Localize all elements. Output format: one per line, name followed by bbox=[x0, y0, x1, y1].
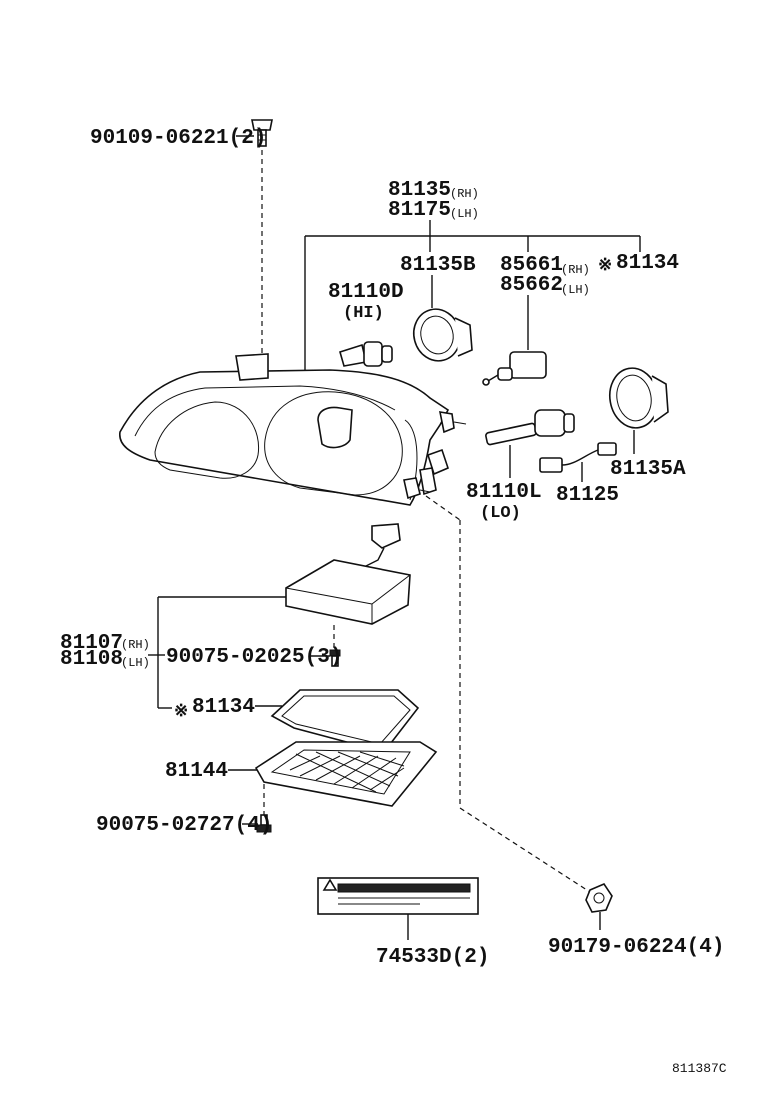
label-bulb-hid-rh-side: (RH) bbox=[561, 263, 590, 277]
label-computer-rh: 81107 bbox=[60, 632, 123, 655]
screw-bracket-icon bbox=[256, 814, 272, 833]
label-seal-top: 81134 bbox=[616, 252, 679, 275]
label-bulb-hi: 81110D bbox=[328, 281, 404, 304]
label-gasket: 81134 bbox=[192, 696, 255, 719]
caution-label-icon bbox=[317, 877, 479, 915]
bulb-hi-icon bbox=[339, 341, 393, 367]
gasket-icon bbox=[270, 689, 420, 753]
label-cover-b: 81135B bbox=[400, 254, 476, 277]
bracket-icon bbox=[254, 741, 438, 807]
ballast-computer-icon bbox=[285, 523, 411, 625]
label-cover-a: 81135A bbox=[610, 458, 686, 481]
label-bracket: 81144 bbox=[165, 760, 228, 783]
label-computer-lh: 81108 bbox=[60, 648, 123, 671]
cover-a-icon bbox=[608, 367, 669, 429]
label-computer-lh-side: (LH) bbox=[121, 656, 150, 670]
label-lamp-assy-lh: 81175 bbox=[388, 199, 451, 222]
screw-computer-icon bbox=[329, 649, 341, 667]
nut-icon bbox=[585, 883, 613, 913]
socket-cord-icon bbox=[539, 442, 617, 473]
label-lamp-assy-rh-side: (RH) bbox=[450, 187, 479, 201]
bulb-lo-icon bbox=[485, 409, 575, 446]
label-bulb-hid-rh: 85661 bbox=[500, 254, 563, 277]
label-computer-rh-side: (RH) bbox=[121, 638, 150, 652]
label-lamp-assy-lh-side: (LH) bbox=[450, 207, 479, 221]
label-screw-top: 90109-06221(2) bbox=[90, 127, 266, 150]
diagram-code: 811387C bbox=[672, 1061, 727, 1076]
label-nut: 90179-06224(4) bbox=[548, 936, 724, 959]
label-bulb-hi-note: (HI) bbox=[343, 304, 384, 323]
label-note-mark-top: ※ bbox=[598, 257, 612, 276]
headlamp-housing bbox=[119, 353, 467, 506]
label-note-mark-gasket: ※ bbox=[174, 703, 188, 722]
label-screw-computer: 90075-02025(3) bbox=[166, 646, 342, 669]
bulb-hid-icon bbox=[482, 351, 547, 386]
screw-top-icon bbox=[251, 119, 273, 147]
label-lamp-assy-rh: 81135 bbox=[388, 179, 451, 202]
label-socket-cord: 81125 bbox=[556, 484, 619, 507]
label-caution-label: 74533D(2) bbox=[376, 946, 489, 969]
label-bulb-hid-lh-side: (LH) bbox=[561, 283, 590, 297]
label-screw-bracket: 90075-02727(4) bbox=[96, 814, 272, 837]
label-bulb-hid-lh: 85662 bbox=[500, 274, 563, 297]
cover-b-icon bbox=[412, 308, 473, 362]
label-bulb-lo-note: (LO) bbox=[480, 504, 521, 523]
label-bulb-lo: 81110L bbox=[466, 481, 542, 504]
